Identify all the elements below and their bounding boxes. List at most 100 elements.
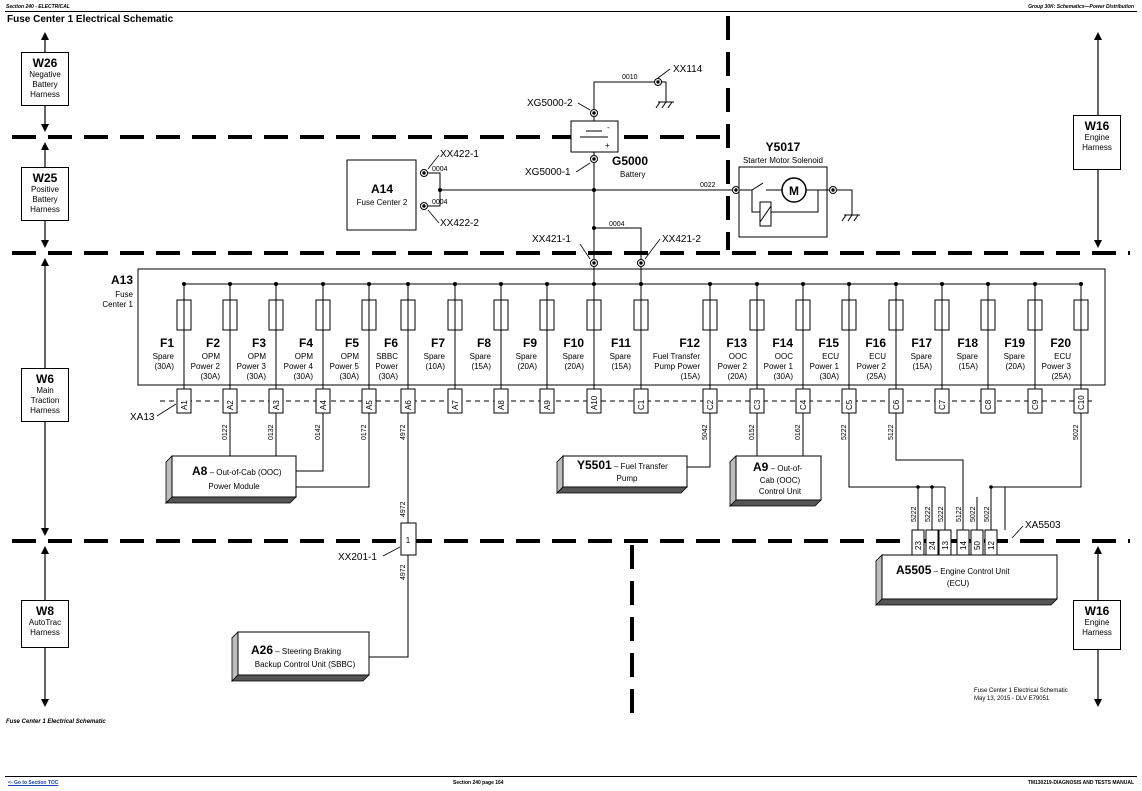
wire-label: 0122 — [222, 424, 229, 440]
fuse-id: F5 — [345, 336, 359, 350]
wire-label: 0132 — [268, 424, 275, 440]
starter-name: Starter Motor Solenoid — [743, 156, 823, 165]
connector-pin-label: C9 — [1031, 399, 1040, 410]
fuse-desc-line: (30A) — [378, 372, 398, 381]
connector-xg5000-1: XG5000-1 — [525, 167, 571, 178]
ecu-pin-number: 12 — [987, 541, 996, 550]
fuse-desc-line: (30A) — [819, 372, 839, 381]
component-a5505-name: (ECU) — [947, 579, 970, 588]
fuse-desc-line: OOC — [775, 352, 793, 361]
fuse-desc-line: ECU — [1054, 352, 1071, 361]
fuse-desc-line: Power 4 — [284, 362, 314, 371]
fuse-desc-line: Spare — [957, 352, 979, 361]
motor-icon: M — [789, 184, 799, 198]
connector-xx201-1: XX201-1 — [338, 552, 377, 563]
connector-pin-box — [980, 388, 996, 414]
fuse-desc-line: (10A) — [425, 362, 445, 371]
harness-w8: W8 AutoTrac Harness — [21, 600, 69, 648]
fuse-id: F1 — [160, 336, 174, 350]
wire-0004-a: 0004 — [432, 166, 448, 173]
starter-id: Y5017 — [766, 140, 801, 154]
fuse-desc-line: Power 5 — [330, 362, 360, 371]
connector-pin-box — [447, 388, 463, 414]
battery-terminals — [420, 78, 837, 267]
battery-minus: - — [607, 123, 610, 132]
connector-pin-label: C1 — [637, 399, 646, 410]
fuse-desc-line: (30A) — [154, 362, 174, 371]
harness-id: W16 — [1084, 119, 1110, 133]
fuse-id: F20 — [1050, 336, 1071, 350]
wire-label: 0142 — [315, 424, 322, 440]
fuse-id: F12 — [679, 336, 700, 350]
fuse-desc-line: OPM — [341, 352, 360, 361]
connector-pin-label: A2 — [226, 400, 235, 410]
fuse-id: F8 — [477, 336, 491, 350]
wire-label: 0172 — [361, 424, 368, 440]
ecu-wire-label: 5122 — [956, 506, 963, 522]
fuse-id: F3 — [252, 336, 266, 350]
harness-name: Positive Battery Harness — [30, 185, 60, 214]
wire-0022: 0022 — [700, 182, 716, 189]
harness-id: W25 — [32, 171, 58, 185]
harness-name: AutoTrac Harness — [28, 618, 62, 637]
wire-label: 5022 — [1073, 424, 1080, 440]
fuse-id: F16 — [865, 336, 886, 350]
fuse-desc-line: Power — [375, 362, 398, 371]
connector-pin-box — [934, 388, 950, 414]
component-a26-label: A26 – Steering Braking — [251, 643, 341, 657]
component-a9-name-2: Cab (OOC) — [760, 476, 801, 485]
fuse-id: F10 — [563, 336, 584, 350]
connector-pin-box — [493, 388, 509, 414]
component-a9-name-3: Control Unit — [759, 487, 802, 496]
fuse-desc-line: (25A) — [1051, 372, 1071, 381]
fuse-desc-line: Pump Power — [654, 362, 700, 371]
starter-solenoid-internals — [739, 177, 860, 227]
connector-pin-label: C8 — [984, 399, 993, 410]
fuse-desc-line: Spare — [1004, 352, 1026, 361]
ecu-wire-label: 5222 — [911, 506, 918, 522]
connector-pin-label: A6 — [404, 400, 413, 410]
component-a5505 — [875, 554, 1058, 606]
connector-pin-label: A5 — [365, 400, 374, 410]
component-y5501-name: Pump — [617, 474, 638, 483]
harness-id: W26 — [32, 56, 58, 70]
battery-id: G5000 — [612, 154, 648, 168]
connector-pin-label: A9 — [543, 400, 552, 410]
ecu-pin-number: 23 — [914, 541, 923, 550]
component-a26-name: Backup Control Unit (SBBC) — [255, 660, 356, 669]
inline-connector-pin: 1 — [406, 536, 411, 545]
connector-pin-label: A1 — [180, 400, 189, 410]
connector-xx421-2: XX421-2 — [662, 234, 701, 245]
section-toc-link[interactable]: <- Go to Section TOC — [8, 780, 59, 786]
wire-label: 4972 — [400, 564, 407, 580]
fuse-center-2-name: Fuse Center 2 — [357, 198, 408, 207]
xx201-leader — [382, 546, 401, 557]
fuse-id: F4 — [299, 336, 313, 350]
connector-pin-label: C7 — [938, 399, 947, 410]
harness-id: W6 — [36, 372, 54, 386]
connector-pin-label: A8 — [497, 400, 506, 410]
component-a8 — [165, 455, 297, 504]
harness-w16-upper: W16 Engine Harness — [1073, 115, 1121, 170]
connector-pin-label: A4 — [319, 400, 328, 410]
section-header: Section 240 - ELECTRICAL — [6, 4, 70, 10]
harness-name: Main Traction Harness — [30, 386, 60, 415]
fuse-desc-line: ECU — [869, 352, 886, 361]
component-a26 — [231, 631, 370, 682]
connector-pin-box — [633, 388, 649, 414]
connector-xx114: XX114 — [673, 64, 703, 75]
connector-pin-label: C3 — [753, 399, 762, 410]
fuse-desc-line: (30A) — [773, 372, 793, 381]
